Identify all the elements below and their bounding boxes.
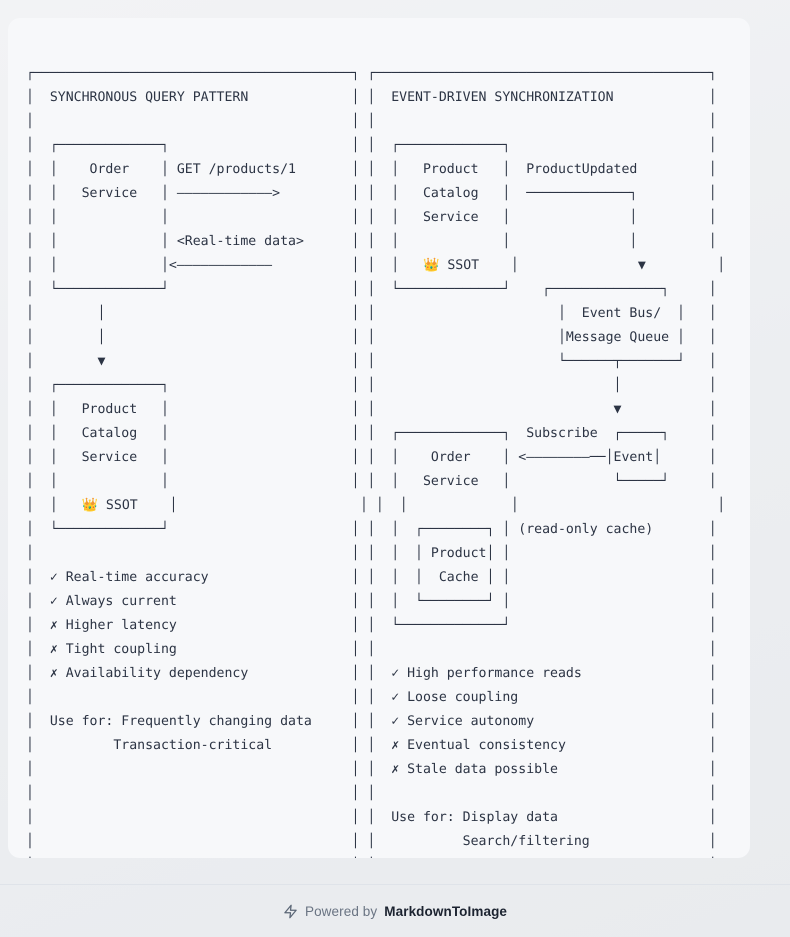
ascii-diagram: ┌───────────────────────────────────────… xyxy=(8,18,750,858)
footer: Powered by MarkdownToImage xyxy=(0,884,790,937)
ascii-art-canvas: ┌───────────────────────────────────────… xyxy=(26,66,726,849)
brand-name: MarkdownToImage xyxy=(384,903,508,919)
diagram-card: ┌───────────────────────────────────────… xyxy=(8,18,750,858)
footer-attribution: Powered by MarkdownToImage xyxy=(283,904,507,919)
powered-by-label: Powered by xyxy=(304,903,378,919)
lightning-bolt-icon xyxy=(283,904,298,919)
